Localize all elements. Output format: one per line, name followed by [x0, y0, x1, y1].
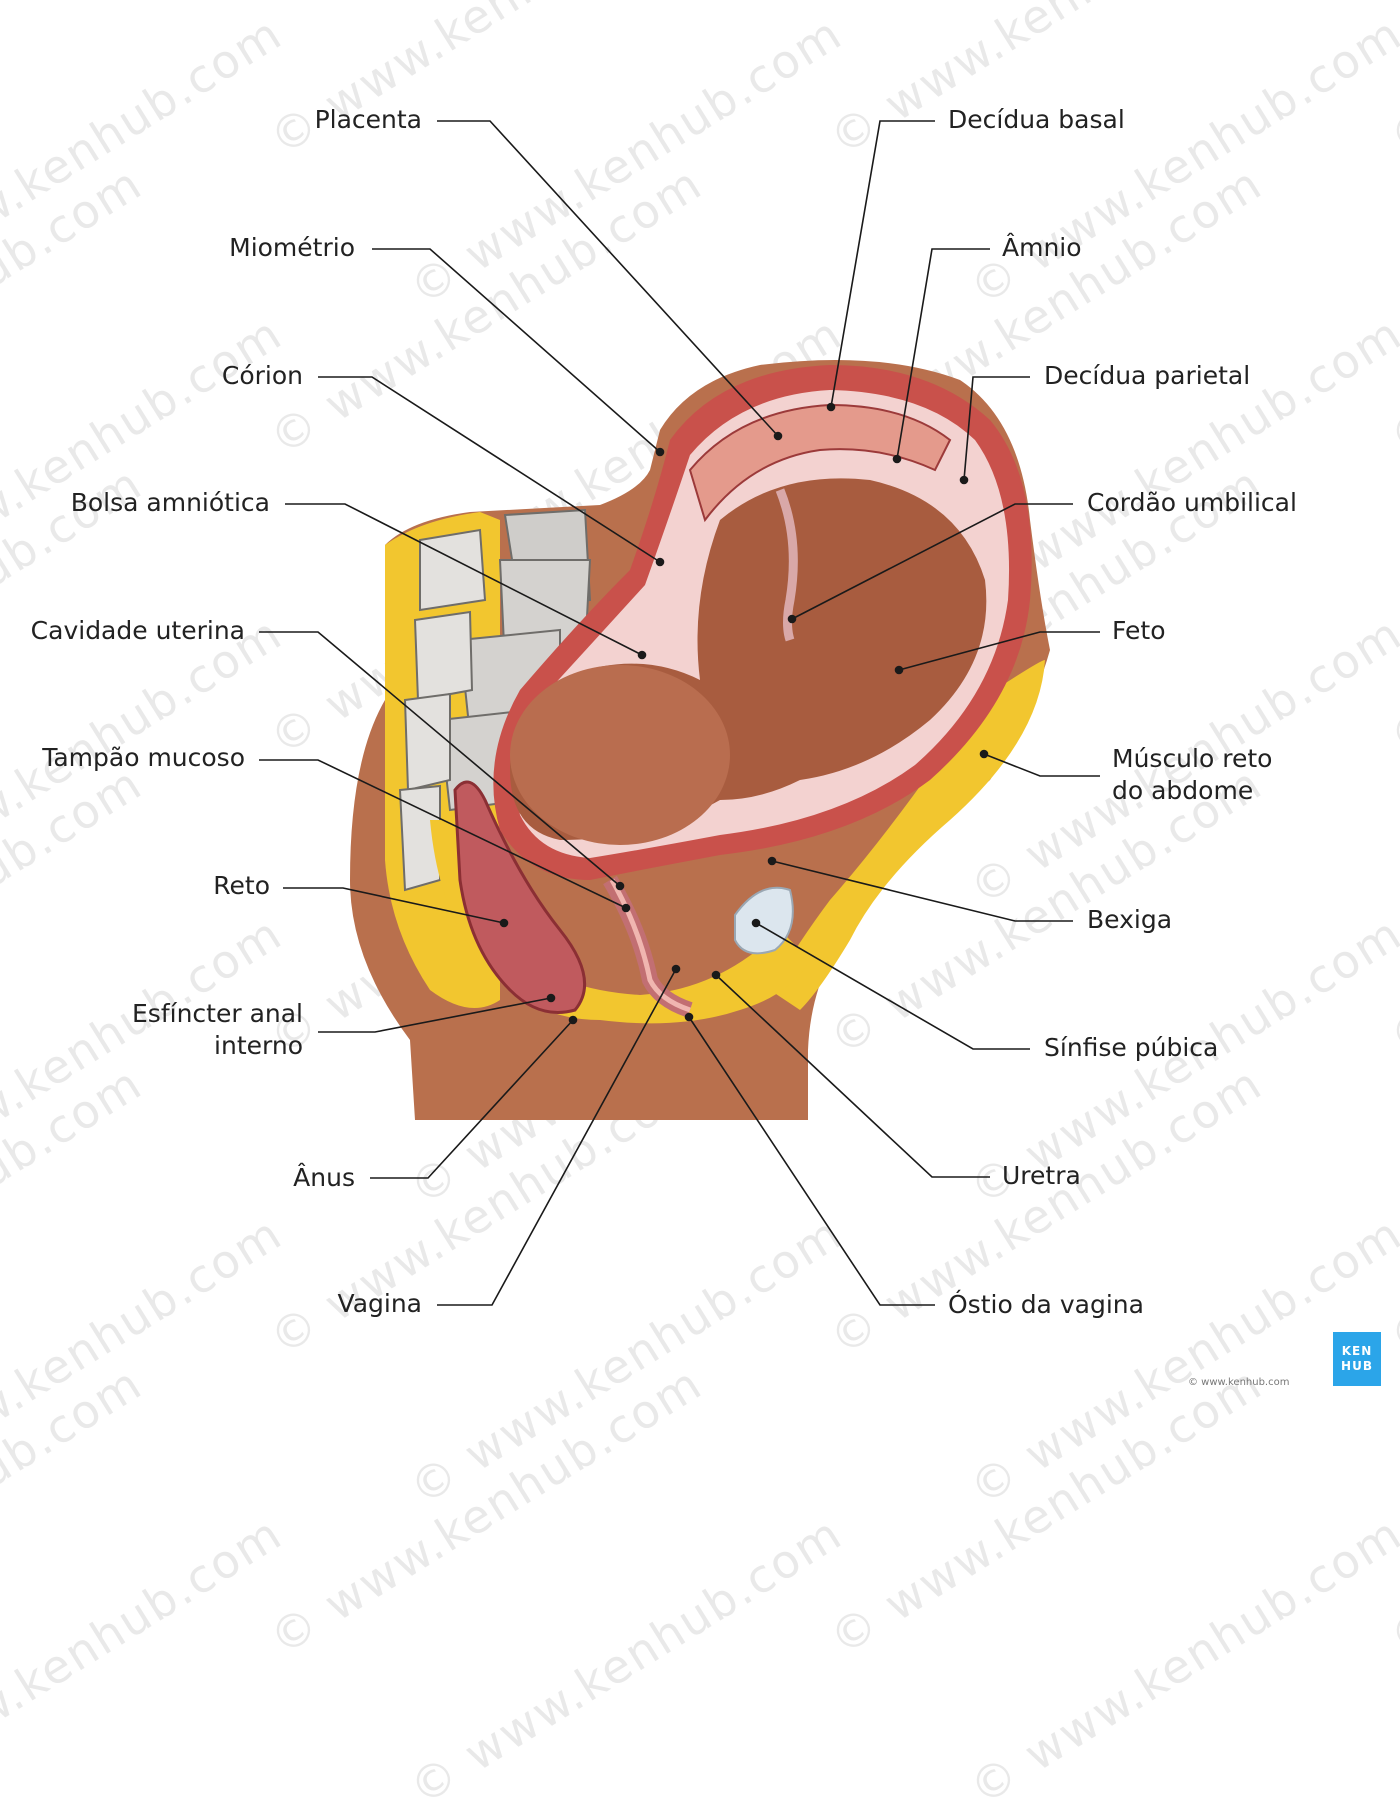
leader-dot-tampao [621, 903, 631, 913]
label-decidua-basal: Decídua basal [948, 104, 1125, 136]
leader-dot-esfincter [546, 993, 556, 1003]
label-feto: Feto [1112, 615, 1166, 647]
label-cordao: Cordão umbilical [1087, 487, 1297, 519]
leader-dot-musculo [979, 749, 989, 759]
label-vagina: Vagina [338, 1288, 422, 1320]
label-reto: Reto [213, 870, 270, 902]
label-ostio: Óstio da vagina [948, 1289, 1144, 1321]
label-text: Uretra [1002, 1161, 1081, 1190]
label-text: Óstio da vagina [948, 1290, 1144, 1319]
leader-line-decidua-basal [830, 120, 935, 408]
leader-line-corion [318, 376, 661, 563]
label-text: Músculo reto [1112, 744, 1273, 773]
label-tampao: Tampão mucoso [42, 742, 245, 774]
leader-line-sinfise [755, 922, 1030, 1050]
label-sinfise: Sínfise púbica [1044, 1032, 1218, 1064]
label-bexiga: Bexiga [1087, 904, 1172, 936]
leader-line-miometrio [372, 248, 661, 453]
label-text: Sínfise púbica [1044, 1033, 1219, 1062]
label-text: Bolsa amniótica [70, 488, 270, 517]
leader-dot-reto [499, 918, 509, 928]
label-bolsa: Bolsa amniótica [71, 487, 270, 519]
leader-line-bolsa [285, 503, 643, 656]
leader-dot-decidua-parietal [959, 475, 969, 485]
kenhub-logo: KEN HUB [1333, 1332, 1381, 1386]
leader-line-amnio [896, 248, 990, 460]
label-text: Ânus [293, 1163, 355, 1192]
leader-dot-bexiga [767, 856, 777, 866]
abdominal-fat [770, 660, 1045, 1010]
leader-line-reto [283, 887, 505, 924]
logo-line-2: HUB [1341, 1359, 1373, 1373]
bladder-shape [734, 886, 794, 955]
label-amnio: Âmnio [1002, 232, 1082, 264]
leader-dot-cordao [787, 614, 797, 624]
label-text: Cavidade uterina [30, 616, 245, 645]
leader-line-uretra [715, 974, 990, 1178]
leader-line-ostio [688, 1016, 935, 1306]
leader-line-esfincter [318, 997, 552, 1033]
leader-line-bexiga [771, 860, 1073, 922]
leader-lines [259, 120, 1100, 1306]
leader-line-placenta [437, 120, 779, 437]
leader-line-musculo [983, 753, 1100, 777]
label-decidua-parietal: Decídua parietal [1044, 360, 1250, 392]
label-text: Decídua parietal [1044, 361, 1251, 390]
leader-dot-corion [655, 557, 665, 567]
leader-dot-placenta [773, 431, 783, 441]
leader-dot-decidua-basal [826, 402, 836, 412]
leader-dot-amnio [892, 454, 902, 464]
leader-dot-feto [894, 665, 904, 675]
label-text: Córion [221, 361, 303, 390]
label-anus: Ânus [293, 1162, 355, 1194]
leader-dot-ostio [684, 1012, 694, 1022]
label-text: Esfíncter anal [132, 999, 303, 1028]
copyright-text: © www.kenhub.com [1188, 1377, 1290, 1388]
fetus-head [510, 665, 730, 845]
label-text-line-2: do abdome [1112, 776, 1254, 805]
label-esfincter: Esfíncter anal interno [132, 998, 303, 1062]
leader-line-decidua-parietal [963, 376, 1030, 481]
leader-line-vagina [437, 968, 677, 1306]
leader-dot-uretra [711, 970, 721, 980]
leader-line-feto [898, 631, 1100, 671]
label-text: Bexiga [1087, 905, 1173, 934]
leader-dot-anus [568, 1015, 578, 1025]
label-text: Feto [1112, 616, 1166, 645]
leader-dot-cavidade [615, 881, 625, 891]
leader-dot-miometrio [655, 447, 665, 457]
label-musculo: Músculo reto do abdome [1112, 743, 1272, 807]
anatomy-illustration [259, 120, 1100, 1306]
umbilical-cord [775, 488, 798, 642]
label-miometrio: Miométrio [229, 232, 355, 264]
label-text: Vagina [337, 1289, 422, 1318]
logo-line-1: KEN [1341, 1344, 1373, 1358]
label-uretra: Uretra [1002, 1160, 1081, 1192]
leader-dot-sinfise [751, 918, 761, 928]
leader-line-cordao [791, 503, 1073, 620]
label-text: Decídua basal [948, 105, 1125, 134]
placenta-shape [688, 403, 952, 523]
leader-line-anus [370, 1019, 574, 1179]
label-text-line-2: interno [214, 1031, 303, 1060]
watermark-text: © www.kenhub.com [0, 1505, 292, 1816]
leader-dot-vagina [671, 964, 681, 974]
label-text: Tampão mucoso [42, 743, 245, 772]
leader-dot-bolsa [637, 650, 647, 660]
label-text: Miométrio [229, 233, 355, 262]
rectum-shape [453, 780, 587, 1014]
label-text: Cordão umbilical [1087, 488, 1297, 517]
leader-line-tampao [259, 759, 627, 909]
label-text: Âmnio [1002, 233, 1082, 262]
leader-line-cavidade [259, 631, 621, 887]
label-placenta: Placenta [315, 104, 422, 136]
label-cavidade: Cavidade uterina [31, 615, 245, 647]
label-text: Reto [213, 871, 270, 900]
label-corion: Córion [222, 360, 303, 392]
label-text: Placenta [314, 105, 422, 134]
